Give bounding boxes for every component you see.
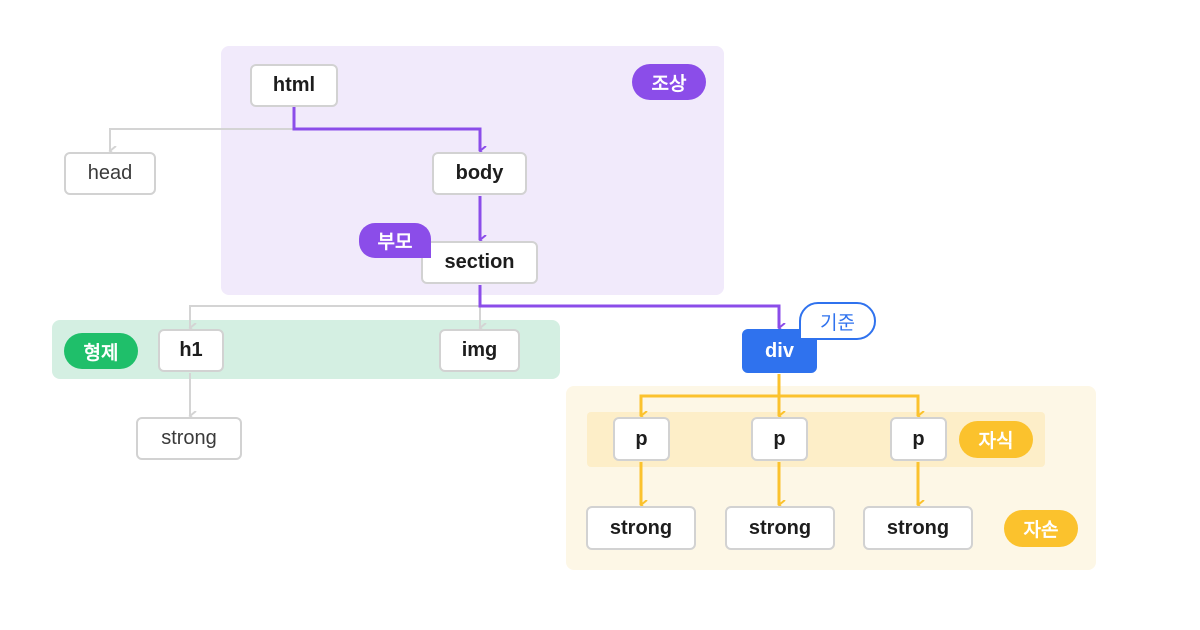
node-strong-2: strong: [725, 506, 835, 550]
node-p-3: p: [890, 417, 947, 461]
node-head: head: [64, 152, 156, 195]
base-badge: 기준: [799, 302, 876, 340]
descendant-badge: 자손: [1004, 510, 1078, 547]
node-p-2: p: [751, 417, 808, 461]
parent-badge: 부모: [359, 223, 431, 258]
sibling-badge: 형제: [64, 333, 138, 369]
node-p-1: p: [613, 417, 670, 461]
node-body: body: [432, 152, 527, 195]
edge-div-p3: [779, 394, 918, 416]
ancestor-badge: 조상: [632, 64, 706, 100]
node-strong-1: strong: [586, 506, 696, 550]
edge-html-head: [110, 128, 294, 151]
edge-html-body: [292, 107, 480, 151]
node-html: html: [250, 64, 338, 107]
node-strong-3: strong: [863, 506, 973, 550]
child-badge: 자식: [959, 421, 1033, 458]
node-section: section: [421, 241, 538, 284]
node-strong-sibling: strong: [136, 417, 242, 460]
node-h1: h1: [158, 329, 224, 372]
edge-section-div: [478, 285, 779, 328]
edge-section-h1: [190, 305, 480, 328]
edge-div-p1: [641, 374, 781, 416]
node-img: img: [439, 329, 520, 372]
